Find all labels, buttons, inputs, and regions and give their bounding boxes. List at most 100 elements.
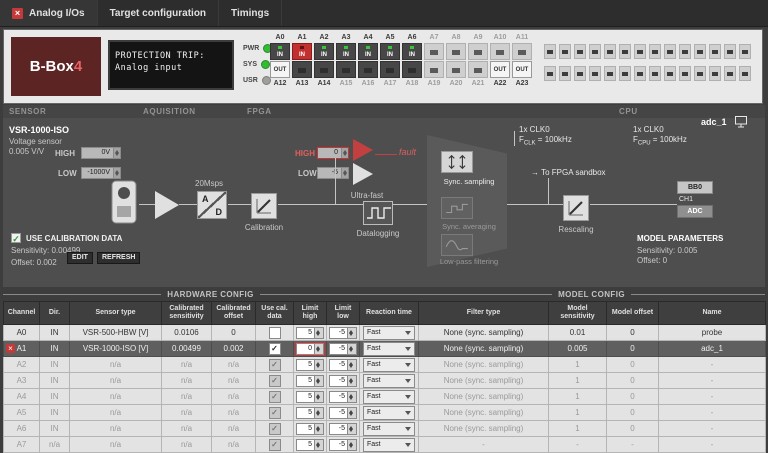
fpga-sandbox-label: → To FPGA sandbox [531, 168, 606, 177]
sensor-high-field[interactable]: 0V [81, 147, 121, 159]
spinner-arrows-icon[interactable] [348, 423, 357, 435]
analog-in-port-tripped[interactable]: IN [292, 43, 312, 60]
tab-analog-ios[interactable]: × Analog I/Os [0, 0, 98, 26]
datalogging-icon[interactable] [363, 201, 393, 225]
chevron-down-icon [405, 347, 411, 351]
tab-timings[interactable]: Timings [219, 0, 282, 26]
table-row-selected[interactable]: ×A1 IN VSR-1000-ISO [V] 0.00499 0.002 ✓ … [4, 341, 766, 357]
limit-low-spinner[interactable]: -5 [329, 327, 357, 339]
table-row[interactable]: A4 IN n/a n/a n/a ✓ 5 -5 Fast None (sync… [4, 389, 766, 405]
spinner-arrows-icon[interactable] [348, 391, 357, 403]
low-pass-filter-icon[interactable] [441, 234, 473, 256]
analog-out-port[interactable]: OUT [270, 61, 290, 78]
spinner-arrows-icon[interactable] [341, 168, 348, 178]
use-cal-checkbox[interactable]: ✓ [269, 343, 281, 355]
reaction-time-select[interactable]: Fast [363, 342, 415, 356]
limit-high-label: HIGH [295, 149, 315, 158]
table-row[interactable]: A3 IN n/a n/a n/a ✓ 5 -5 Fast None (sync… [4, 373, 766, 389]
io-port [336, 61, 356, 78]
reaction-time-select[interactable]: Fast [363, 390, 415, 404]
arrow-right-icon: → [531, 168, 539, 177]
lcd-line1: PROTECTION TRIP: [115, 50, 227, 62]
config-section-band: HARDWARE CONFIG MODEL CONFIG [3, 288, 765, 301]
spinner-arrows-icon[interactable] [348, 327, 357, 339]
sensor-low-label: LOW [58, 169, 77, 178]
spinner-arrows-icon[interactable] [315, 407, 324, 419]
model-config-header: MODEL CONFIG [418, 288, 765, 301]
low-pass-filter-label: Low-pass filtering [431, 257, 507, 266]
analog-in-port[interactable]: IN [402, 43, 422, 60]
limit-low-spinner[interactable]: -5 [329, 375, 357, 387]
edit-button[interactable]: EDIT [67, 252, 93, 264]
analog-in-port[interactable]: IN [380, 43, 400, 60]
sync-averaging-icon[interactable] [441, 197, 473, 219]
close-icon[interactable]: × [12, 8, 23, 19]
analog-out-port[interactable]: OUT [490, 61, 510, 78]
limit-low-spinner[interactable]: -5 [329, 391, 357, 403]
sensor-gain: 0.005 V/V [9, 147, 44, 156]
limit-low-spinner[interactable]: -5 [329, 343, 357, 355]
table-row[interactable]: A6 IN n/a n/a n/a ✓ 5 -5 Fast None (sync… [4, 421, 766, 437]
cpu-clock-line2: FCPU = 100kHz [633, 135, 687, 147]
sensor-low-field[interactable]: -1000V [81, 167, 121, 179]
section-fpga: FPGA [247, 107, 272, 116]
analog-in-port[interactable]: IN [336, 43, 356, 60]
spinner-arrows-icon[interactable] [315, 359, 324, 371]
spinner-arrows-icon[interactable] [315, 391, 324, 403]
analog-in-port[interactable]: IN [314, 43, 334, 60]
limit-low-spinner[interactable]: -5 [329, 407, 357, 419]
analog-out-port[interactable]: OUT [512, 61, 532, 78]
spinner-arrows-icon[interactable] [315, 375, 324, 387]
monitor-icon [735, 116, 747, 128]
limit-low-spinner[interactable]: -5 [329, 359, 357, 371]
led-usr: USR [243, 76, 272, 85]
limit-high-spinner[interactable]: 5 [296, 375, 324, 387]
table-row[interactable]: A5 IN n/a n/a n/a ✓ 5 -5 Fast None (sync… [4, 405, 766, 421]
table-row[interactable]: A0 IN VSR-500-HBW [V] 0.0106 0 5 -5 Fast… [4, 325, 766, 341]
reaction-time-select[interactable]: Fast [363, 358, 415, 372]
reaction-time-select[interactable]: Fast [363, 406, 415, 420]
tab-bar: × Analog I/Os Target configuration Timin… [0, 0, 768, 27]
limit-low-field[interactable]: -5 [317, 167, 349, 179]
logo-model: 4 [74, 58, 82, 75]
analog-in-port[interactable]: IN [358, 43, 378, 60]
adc-output-group: BB0 CH1 ADC [677, 181, 713, 218]
spinner-arrows-icon[interactable] [348, 343, 357, 355]
refresh-button[interactable]: REFRESH [97, 252, 140, 264]
use-cal-checkbox[interactable] [269, 327, 281, 339]
spinner-arrows-icon[interactable] [341, 148, 348, 158]
spinner-arrows-icon[interactable] [315, 327, 324, 339]
spinner-arrows-icon[interactable] [113, 148, 120, 158]
spinner-arrows-icon[interactable] [315, 343, 324, 355]
protection-trip-icon: × [6, 344, 15, 353]
spinner-arrows-icon[interactable] [315, 423, 324, 435]
limit-high-spinner[interactable]: 5 [296, 359, 324, 371]
io-port [424, 43, 444, 60]
rescaling-block-icon [563, 195, 589, 221]
spinner-arrows-icon[interactable] [348, 407, 357, 419]
spinner-arrows-icon[interactable] [348, 359, 357, 371]
limit-high-spinner[interactable]: 5 [296, 407, 324, 419]
sync-sampling-icon[interactable] [441, 151, 473, 173]
limit-high-spinner[interactable]: 5 [296, 391, 324, 403]
use-calibration-checkbox[interactable]: ✓ [11, 233, 21, 243]
limit-high-spinner[interactable]: 0 [296, 343, 324, 355]
use-cal-checkbox: ✓ [269, 359, 281, 371]
calibration-offset: Offset: 0.002 [11, 258, 57, 267]
limit-high-field[interactable]: 0 [317, 147, 349, 159]
limit-low-spinner[interactable]: -5 [329, 423, 357, 435]
table-row[interactable]: A7 n/a n/a n/a n/a ✓ 5 -5 Fast - - - - [4, 437, 766, 453]
reaction-time-select[interactable]: Fast [363, 422, 415, 436]
limit-high-spinner[interactable]: 5 [296, 327, 324, 339]
analog-in-port[interactable]: IN [270, 43, 290, 60]
bbox-logo: B-Box4 [11, 37, 101, 96]
reaction-time-select[interactable]: Fast [363, 374, 415, 388]
reaction-time-select[interactable]: Fast [363, 326, 415, 340]
spinner-arrows-icon[interactable] [348, 375, 357, 387]
spinner-arrows-icon[interactable] [113, 168, 120, 178]
chevron-down-icon [405, 443, 411, 447]
tab-target-configuration[interactable]: Target configuration [98, 0, 219, 26]
table-row[interactable]: A2 IN n/a n/a n/a ✓ 5 -5 Fast None (sync… [4, 357, 766, 373]
limit-high-spinner[interactable]: 5 [296, 423, 324, 435]
reaction-time-select[interactable]: Fast [363, 438, 415, 452]
